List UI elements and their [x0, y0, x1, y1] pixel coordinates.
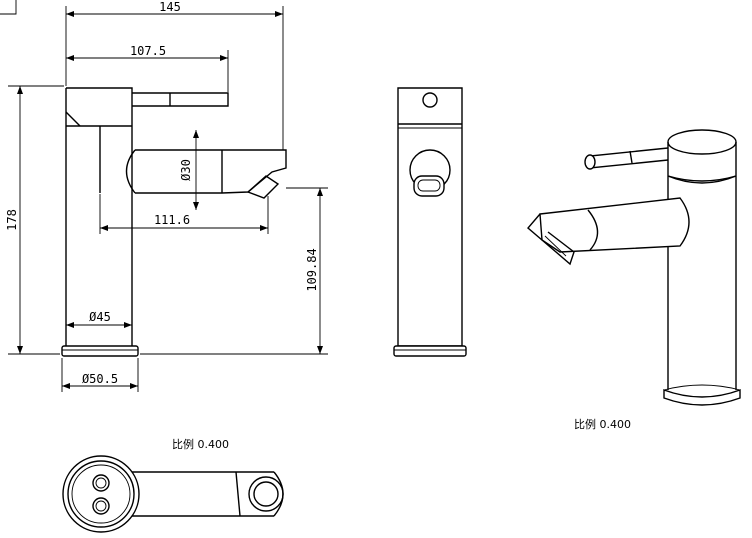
lever-end-circle — [422, 92, 438, 108]
scale-label-iso-view: 比例 0.400 — [574, 417, 631, 431]
isometric-view: 比例 0.400 — [527, 129, 741, 431]
dimension-lines — [8, 6, 328, 392]
dim-base-diameter: Ø50.5 — [82, 372, 118, 386]
scale-label-bottom-view: 比例 0.400 — [172, 437, 229, 451]
dim-spout-height: 109.84 — [305, 248, 319, 291]
dim-spout-diameter: Ø30 — [179, 159, 193, 181]
side-view — [393, 87, 467, 357]
dim-spout-reach: 111.6 — [154, 213, 190, 227]
corner-mark — [0, 0, 17, 15]
dimension-texts: 145 107.5 111.6 Ø30 178 109.84 Ø45 Ø50.5 — [5, 0, 319, 386]
dim-lever-reach: 107.5 — [130, 44, 166, 58]
dim-body-diameter: Ø45 — [89, 310, 111, 324]
bottom-view: 比例 0.400 — [62, 437, 284, 533]
dim-overall-width: 145 — [159, 0, 181, 14]
dim-height: 178 — [5, 209, 19, 231]
front-view — [61, 87, 287, 357]
